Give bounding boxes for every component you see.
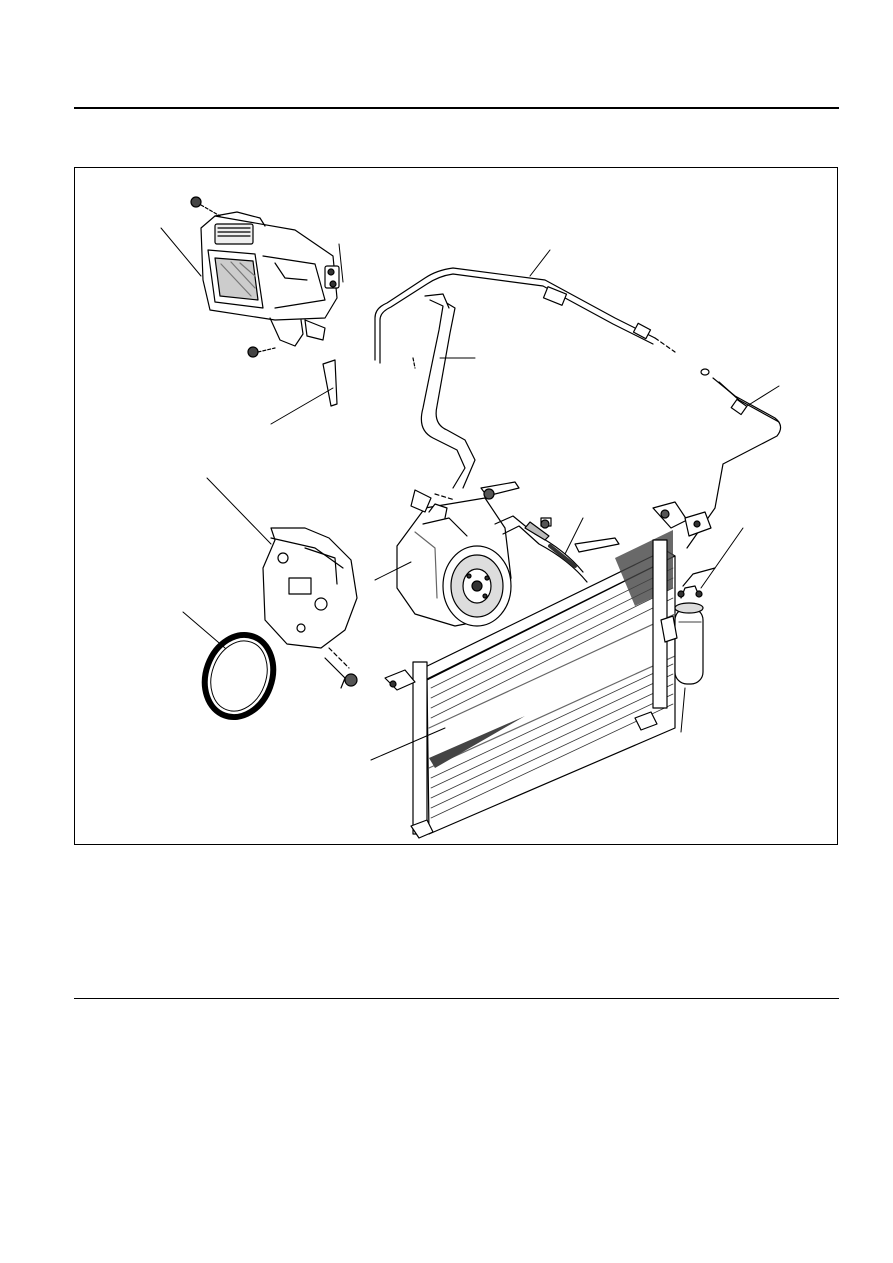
ac-system-exploded-diagram bbox=[74, 167, 838, 845]
compressor-bracket bbox=[262, 527, 358, 689]
leader-lines bbox=[160, 227, 780, 761]
discharge-hose bbox=[494, 515, 620, 583]
evaporator-unit bbox=[190, 196, 340, 407]
ac-diagram-svg bbox=[160, 196, 782, 839]
drive-belt bbox=[201, 631, 277, 721]
receiver-drier bbox=[660, 511, 716, 685]
footer-rule bbox=[74, 998, 839, 999]
pipe-lines bbox=[374, 267, 782, 549]
header-rule bbox=[74, 107, 839, 109]
condenser bbox=[384, 501, 688, 839]
compressor bbox=[396, 481, 520, 627]
